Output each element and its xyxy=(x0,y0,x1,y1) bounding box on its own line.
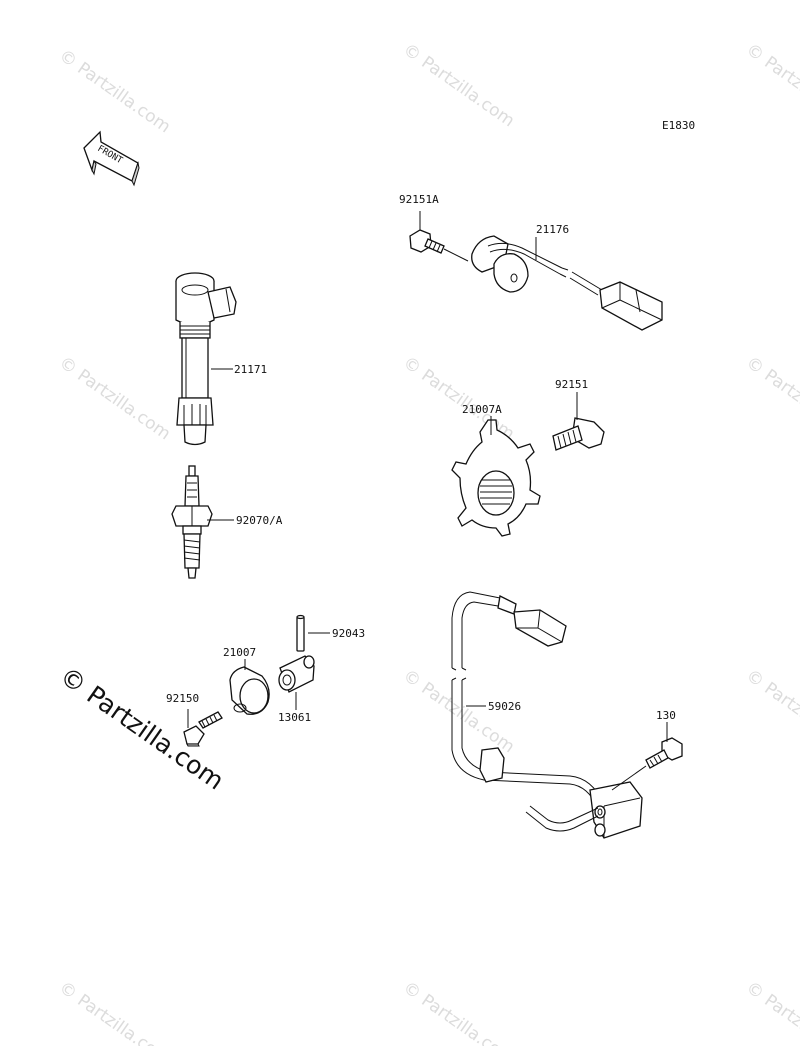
bolt-92151A xyxy=(409,229,445,254)
watermark: © Partzilla.com xyxy=(55,353,174,445)
bolt-130 xyxy=(645,737,683,769)
watermarks: © Partzilla.com © Partzilla.com © Partzi… xyxy=(55,40,800,1046)
callout-92043: 92043 xyxy=(332,627,365,640)
bolt-92150 xyxy=(183,711,223,747)
callout-130: 130 xyxy=(656,709,676,722)
callout-59026: 59026 xyxy=(488,700,521,713)
ignition-coil-21171 xyxy=(175,272,237,446)
front-arrow-icon: FRONT xyxy=(83,130,140,187)
rotor-21007 xyxy=(229,666,270,715)
pickup-coil-59026 xyxy=(451,591,643,839)
watermark: © Partzilla.com xyxy=(55,978,174,1046)
diagram-code: E1830 xyxy=(662,119,695,132)
callout-21176: 21176 xyxy=(536,223,569,236)
callout-13061: 13061 xyxy=(278,711,311,724)
callout-92070A: 92070/A xyxy=(236,514,283,527)
spark-plug-92070 xyxy=(171,465,213,579)
watermark: © Partzilla.com xyxy=(399,978,518,1046)
pin-92043 xyxy=(296,614,305,652)
bolt-92151 xyxy=(552,417,605,451)
watermark: © Partzilla.com xyxy=(742,40,800,132)
callout-92150: 92150 xyxy=(166,692,199,705)
coupling-13061 xyxy=(278,655,315,693)
watermark: © Partzilla.com xyxy=(742,978,800,1046)
watermark: © Partzilla.com xyxy=(742,666,800,758)
callout-92151: 92151 xyxy=(555,378,588,391)
watermark: © Partzilla.com xyxy=(399,353,518,445)
timing-rotor-21007A xyxy=(451,419,541,537)
callout-92151A: 92151A xyxy=(399,193,439,206)
callout-21171: 21171 xyxy=(234,363,267,376)
watermark: © Partzilla.com xyxy=(742,353,800,445)
callout-21007: 21007 xyxy=(223,646,256,659)
sensor-21176 xyxy=(471,235,663,331)
callout-21007A: 21007A xyxy=(462,403,502,416)
watermark: © Partzilla.com xyxy=(399,40,518,132)
watermark: © Partzilla.com xyxy=(55,46,174,138)
